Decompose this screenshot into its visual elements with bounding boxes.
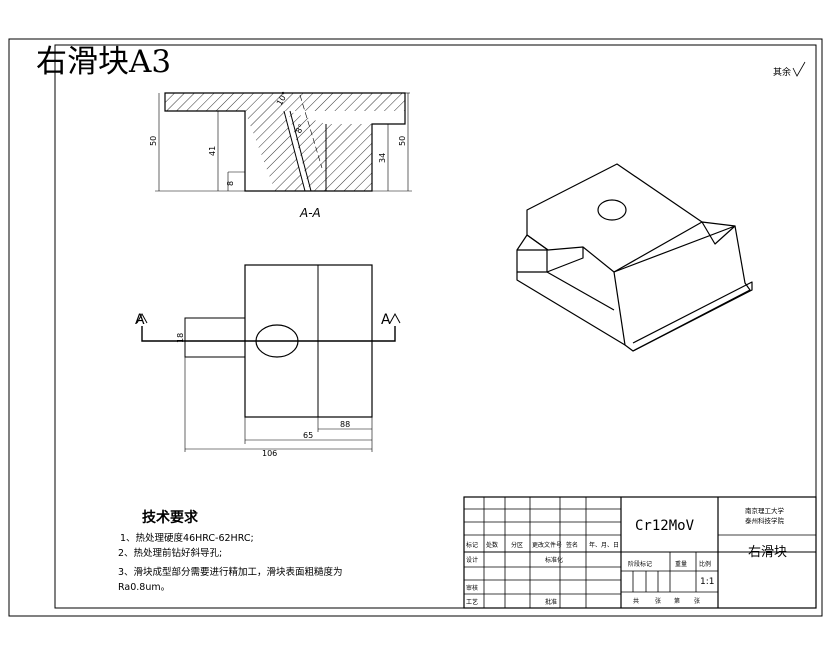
dim-50-left: 50 (149, 136, 158, 146)
corner-symbol-text: 其余 (773, 66, 791, 78)
plan-view: A A 18 88 65 106 (135, 264, 401, 458)
tb-h-ratio: 比例 (699, 560, 711, 568)
tb-h-process: 工艺 (466, 598, 478, 606)
tb-h-page: 第 (674, 597, 680, 605)
outer-border (8, 38, 823, 617)
tb-school-2: 泰州科技学院 (745, 516, 785, 525)
surface-finish-symbol: 其余 (773, 61, 806, 78)
tb-h-sheet2: 张 (694, 597, 700, 605)
dim-106: 106 (262, 449, 277, 458)
section-label: A-A (299, 206, 321, 220)
title-stamp: 右滑块A3 (36, 44, 171, 80)
tb-h-zone: 分区 (511, 541, 523, 549)
tb-h-count: 处数 (486, 541, 498, 549)
tech-line-4: Ra0.8um。 (118, 582, 170, 593)
tb-h-sheet: 张 (655, 597, 661, 605)
tb-part-name: 右滑块 (748, 545, 787, 560)
dim-50-right: 50 (398, 136, 407, 146)
tb-h-weight: 重量 (675, 560, 687, 568)
tb-h-approve: 批准 (545, 598, 557, 606)
tb-school-1: 南京理工大学 (745, 506, 785, 515)
tb-scale: 1:1 (700, 577, 714, 587)
inner-border (54, 44, 817, 609)
tech-heading: 技术要求 (142, 509, 199, 526)
dim-18: 18 (176, 333, 185, 343)
title-block-text: Cr12MoV 南京理工大学 泰州科技学院 右滑块 1:1 标记 处数 分区 更… (466, 506, 787, 606)
dim-41: 41 (208, 146, 217, 156)
tech-requirements: 技术要求 1、热处理硬度46HRC-62HRC; 2、热处理前钻好斜导孔; 3、… (118, 509, 343, 593)
tb-h-design: 设计 (466, 556, 478, 564)
tb-h-mark: 标记 (466, 541, 478, 549)
section-view: 50 41 8 34 50 10° 8° A-A (149, 90, 412, 220)
tb-material: Cr12MoV (635, 518, 695, 534)
tech-line-2: 2、热处理前钻好斜导孔; (118, 547, 222, 559)
tb-h-date: 年、月、日 (589, 541, 619, 549)
title-block (463, 496, 817, 609)
dim-8: 8 (226, 181, 235, 186)
tb-h-sign: 签名 (566, 541, 578, 549)
tech-line-3: 3、滑块成型部分需要进行精加工，滑块表面粗糙度为 (118, 566, 343, 578)
dim-65: 65 (303, 431, 313, 440)
tb-h-review: 审核 (466, 584, 478, 592)
dim-88: 88 (340, 420, 350, 429)
tech-line-1: 1、热处理硬度46HRC-62HRC; (120, 532, 254, 544)
dim-34: 34 (378, 153, 387, 163)
tb-h-change-doc: 更改文件号 (532, 541, 562, 549)
angle-2: 8° (294, 123, 306, 135)
tb-h-stage-mark: 阶段标记 (628, 560, 652, 568)
tb-h-standardize: 标准化 (545, 556, 563, 564)
cut-label-left: A (135, 312, 145, 328)
cut-label-right: A (381, 312, 391, 328)
isometric-view (516, 163, 753, 352)
tb-h-total: 共 (633, 597, 639, 605)
